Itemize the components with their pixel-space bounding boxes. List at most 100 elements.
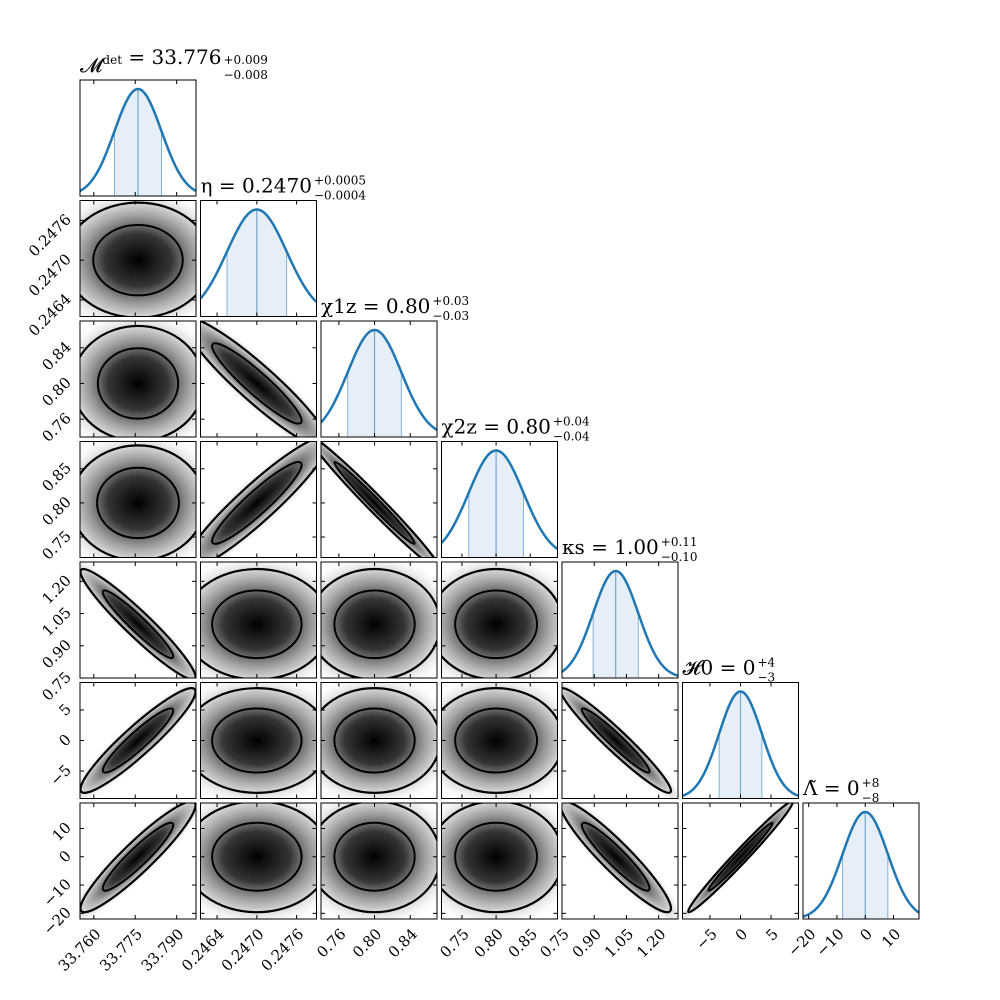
panel-lambda_tilde-vs-chi2z [441, 802, 558, 920]
x-tick-label-H0: −5 [692, 925, 720, 953]
panel-frame [79, 200, 197, 317]
title-lambda_tilde: Λ̃ = 0 [802, 776, 860, 800]
panel-frame [441, 802, 558, 920]
contour-68 [211, 707, 303, 774]
contour-68 [333, 707, 416, 774]
density-mchirp-H0 [80, 682, 196, 799]
density-chi2z-lambda_tilde [441, 803, 558, 919]
marginal-curve-kappa_s [562, 569, 678, 677]
title-minus-kappa_s: −0.10 [661, 550, 698, 564]
x-tick-label-chi2z: 0.75 [436, 925, 472, 961]
contour-68 [96, 347, 180, 420]
density-mchirp-lambda_tilde [80, 803, 196, 919]
title-minus-eta: −0.0004 [314, 189, 366, 203]
title-mchirp: 𝓜det = 33.776 [80, 45, 221, 77]
panel-lambda_tilde-vs-kappa_s [561, 802, 679, 920]
contour-68 [211, 821, 303, 892]
contour-95 [321, 687, 437, 794]
title-minus-H0: −3 [757, 671, 775, 685]
contour-68 [333, 821, 416, 892]
y-tick-label-chi2z: 0.80 [38, 493, 74, 529]
x-tick-label-kappa_s: 1.20 [633, 925, 669, 961]
marginal-curve-chi2z [441, 449, 558, 551]
contour-95 [80, 687, 196, 794]
density-eta-H0 [200, 682, 317, 799]
density-chi1z-lambda_tilde [321, 803, 437, 919]
contour-68 [211, 342, 303, 425]
panel-frame [561, 802, 679, 920]
x-tick-label-eta: 0.2464 [178, 925, 228, 975]
y-tick-label-lambda_tilde: 10 [49, 819, 75, 845]
panel-frame [320, 561, 438, 679]
title-chi2z: χ2z = 0.80 [442, 415, 551, 439]
title-symbol: 𝓜 [80, 53, 105, 77]
y-tick-label-eta: 0.2476 [25, 210, 75, 260]
contour-95 [80, 803, 196, 914]
contour-95 [321, 441, 437, 558]
contour-68 [454, 589, 539, 660]
y-tick-label-lambda_tilde: −20 [40, 903, 75, 938]
contour-68 [211, 460, 303, 545]
contour-68 [580, 821, 651, 892]
panel-mchirp [79, 79, 197, 197]
panel-frame [320, 441, 438, 558]
contour-95 [441, 567, 558, 678]
panel-frame [200, 441, 317, 558]
contour-95 [200, 321, 317, 437]
marginal-curve-H0 [682, 690, 799, 797]
marginal-curve-chi1z [321, 328, 437, 432]
panel-frame [200, 320, 317, 438]
x-tick-label-chi1z: 0.80 [349, 925, 385, 961]
density-mchirp-chi2z [80, 441, 196, 558]
panel-chi2z-vs-chi1z [320, 441, 438, 558]
contour-95 [200, 803, 317, 914]
panel-frame [200, 561, 317, 679]
contour-95 [80, 324, 196, 437]
panel-kappa_s-vs-mchirp [79, 561, 197, 679]
panel-H0 [682, 682, 799, 799]
x-tick-label-H0: 5 [762, 925, 781, 944]
title-plus-chi1z: +0.03 [432, 294, 469, 308]
title-H0: 𝓗0 = 0 [683, 656, 756, 680]
panel-eta [200, 200, 317, 317]
y-tick-label-lambda_tilde: 0 [55, 847, 74, 866]
panel-eta-vs-mchirp [79, 200, 197, 317]
x-tick-label-lambda_tilde: −20 [784, 925, 819, 960]
density-mchirp-chi1z [80, 321, 196, 437]
density-chi1z-chi2z [321, 441, 437, 558]
panel-H0-vs-chi1z [320, 682, 438, 799]
contour-95 [321, 567, 437, 678]
density-chi1z-kappa_s [321, 562, 437, 678]
density-kappa_s-H0 [562, 682, 678, 799]
title-chi1z: χ1z = 0.80 [321, 294, 430, 318]
panel-frame [79, 561, 197, 679]
contour-68 [211, 589, 303, 660]
marginal-curve-mchirp [80, 87, 196, 193]
x-tick-label-eta: 0.2476 [258, 925, 308, 975]
density-mchirp-kappa_s [80, 562, 196, 678]
panel-kappa_s-vs-eta [200, 561, 317, 679]
panel-frame [561, 561, 679, 679]
panel-kappa_s-vs-chi2z [441, 561, 558, 679]
panel-lambda_tilde [802, 802, 920, 920]
contour-68 [101, 821, 175, 892]
title-eta: η = 0.2470 [201, 174, 312, 198]
title-symbol: χ2z [442, 415, 477, 439]
x-tick-label-chi2z: 0.80 [470, 925, 506, 961]
panel-frame [200, 200, 317, 317]
contour-95 [562, 803, 673, 914]
contour-68 [92, 223, 184, 297]
contour-68 [333, 460, 416, 545]
y-tick-label-eta: 0.2470 [25, 250, 75, 300]
y-tick-label-H0: 5 [55, 700, 74, 719]
title-plus-chi2z: +0.04 [553, 415, 590, 429]
panel-H0-vs-kappa_s [561, 682, 679, 799]
y-tick-label-lambda_tilde: −10 [40, 875, 75, 910]
x-tick-label-mchirp: 33.775 [96, 925, 146, 975]
x-tick-label-lambda_tilde: 10 [878, 925, 904, 951]
contour-95 [562, 687, 673, 794]
density-H0-lambda_tilde [682, 803, 799, 919]
title-minus-chi1z: −0.03 [432, 309, 469, 323]
x-tick-label-H0: 0 [732, 925, 751, 944]
panel-chi2z-vs-mchirp [79, 441, 197, 558]
